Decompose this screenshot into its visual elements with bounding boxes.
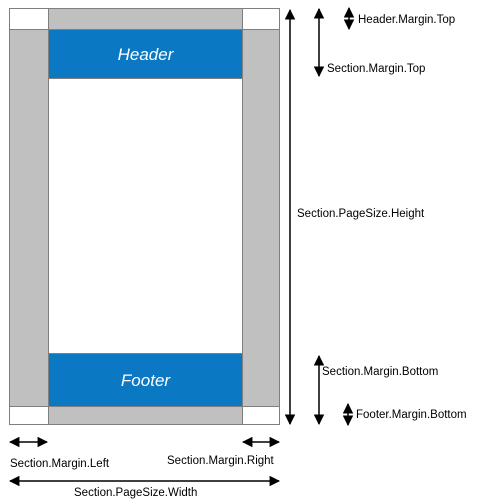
footer-margin-bottom-label: Footer.Margin.Bottom xyxy=(356,409,467,421)
top-margin xyxy=(48,9,243,30)
section-margin-left-label: Section.Margin.Left xyxy=(10,458,110,470)
section-margin-bottom-label: Section.Margin.Bottom xyxy=(322,366,438,378)
section-margin-right-label: Section.Margin.Right xyxy=(167,455,275,467)
header-band-label: Header xyxy=(118,45,175,64)
footer-band xyxy=(49,354,242,406)
page-width-label: Section.PageSize.Width xyxy=(74,487,197,499)
bottom-margin xyxy=(48,406,243,424)
header-margin-top-label: Header.Margin.Top xyxy=(358,14,455,26)
page-height-label: Section.PageSize.Height xyxy=(297,208,425,220)
header-band xyxy=(49,30,242,78)
footer-band-label: Footer xyxy=(121,371,171,390)
section-margin-top-label: Section.Margin.Top xyxy=(327,63,425,75)
left-margin xyxy=(10,30,48,406)
right-margin xyxy=(243,30,279,406)
